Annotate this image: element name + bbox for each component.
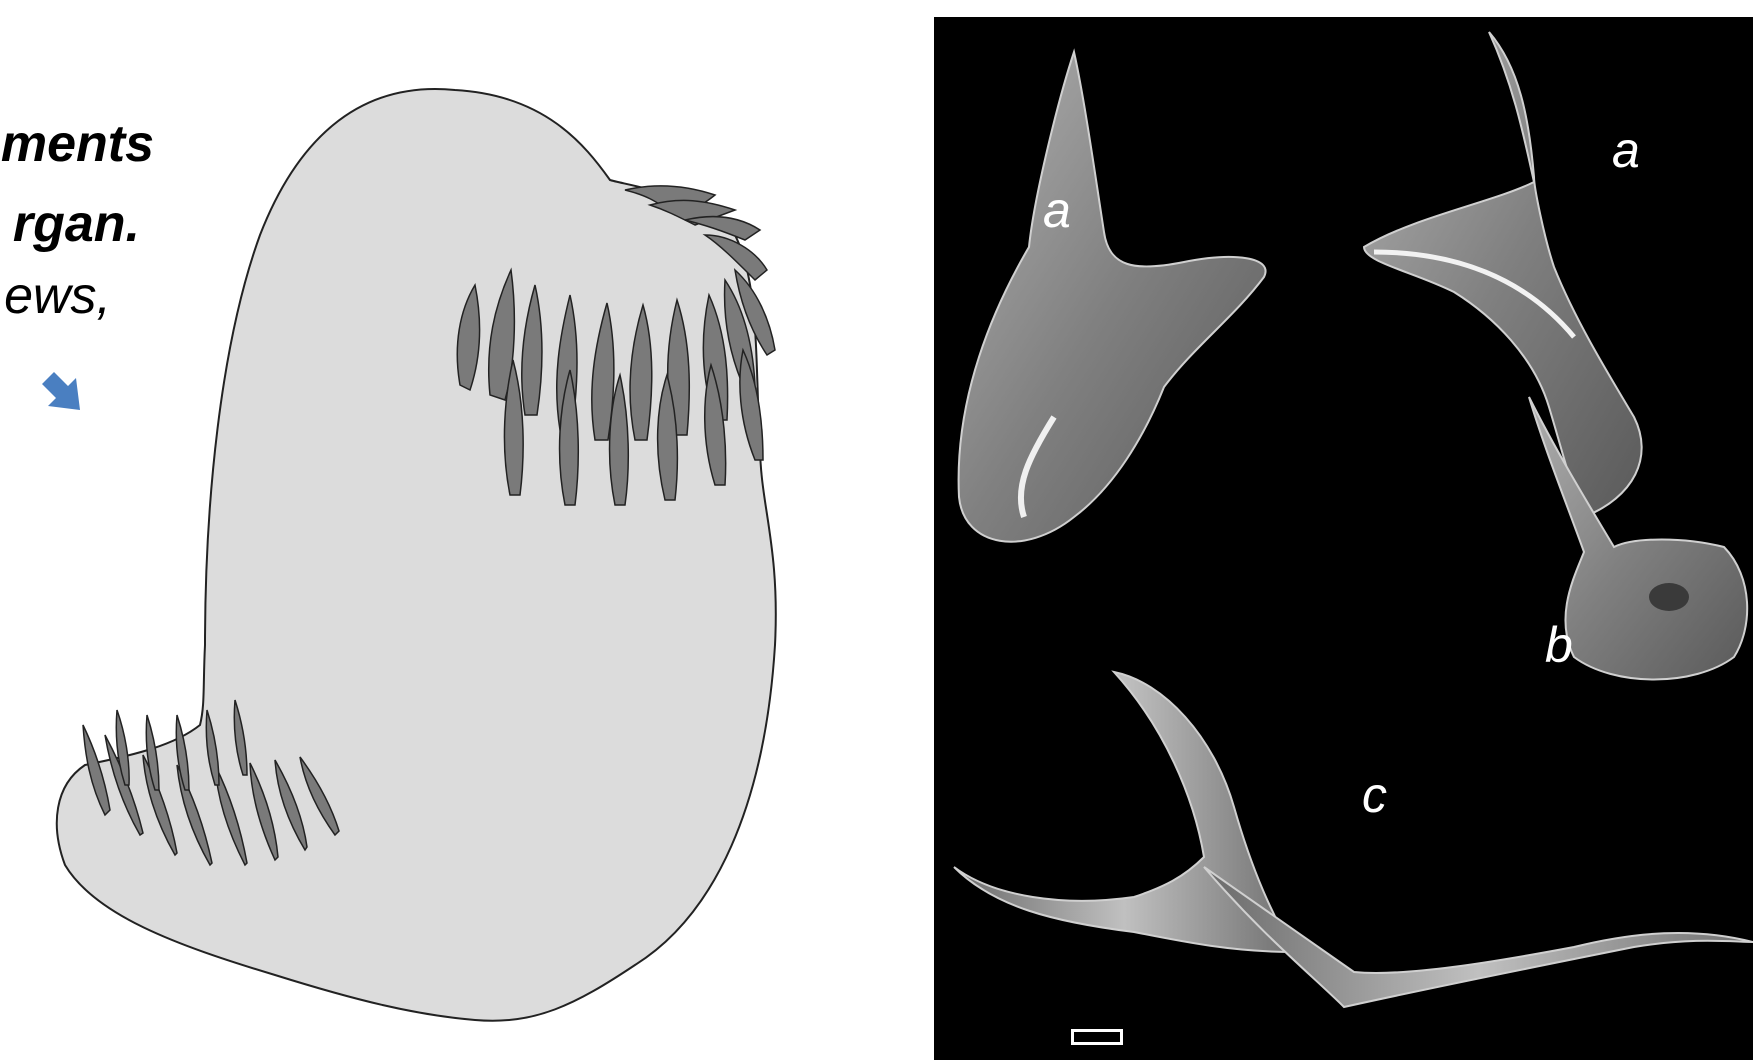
sem-photograph: a a b c [934,17,1753,1060]
label-c: c [1362,770,1387,820]
scale-bar [1071,1029,1123,1045]
element-a-left [959,52,1266,542]
organ-outline [57,89,776,1021]
element-a-right [1364,32,1642,517]
label-a-right: a [1612,125,1640,175]
label-a-left: a [1043,185,1071,235]
organ-drawing [55,85,835,1060]
label-b: b [1545,620,1573,670]
